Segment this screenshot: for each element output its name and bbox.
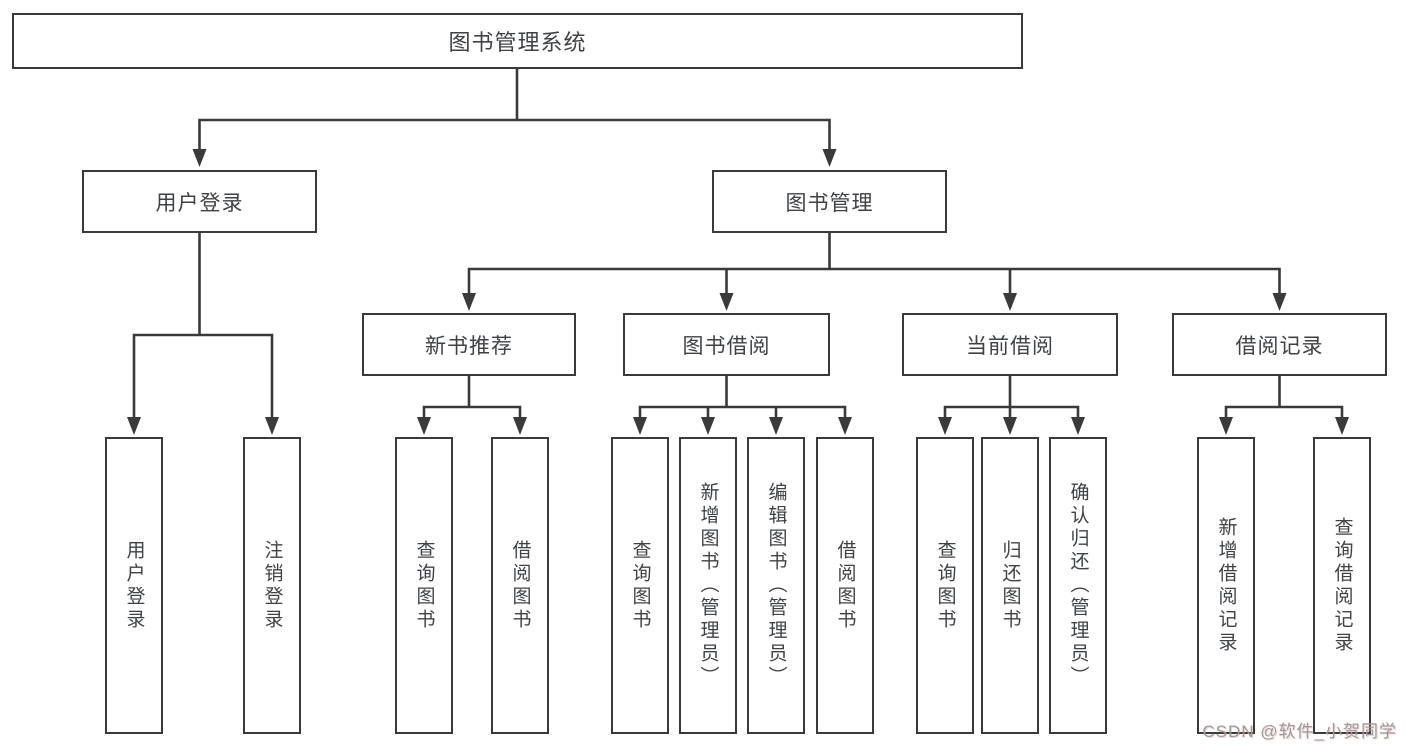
leaf-query-books-current: 查询图书 [916, 437, 974, 734]
node-label: 查询借阅记录 [1331, 516, 1353, 655]
leaf-query-books-borrowing: 查询图书 [611, 437, 669, 734]
leaf-query-borrow-record: 查询借阅记录 [1313, 437, 1371, 734]
node-label: 图书借阅 [682, 334, 771, 358]
node-borrowing-records: 借阅记录 [1172, 313, 1387, 376]
node-label: 查询图书 [629, 539, 651, 632]
leaf-query-books-recommend: 查询图书 [395, 437, 453, 734]
node-label: 查询图书 [934, 539, 956, 632]
node-new-book-recommend: 新书推荐 [362, 313, 576, 376]
node-label: 查询图书 [413, 539, 435, 632]
leaf-confirm-return-admin: 确认归还（管理员） [1049, 437, 1107, 734]
node-label: 注销登录 [261, 539, 283, 632]
node-label: 图书管理系统 [448, 30, 587, 55]
leaf-add-book-admin: 新增图书（管理员） [679, 437, 737, 734]
node-label: 用户登录 [155, 191, 244, 215]
node-label: 用户登录 [123, 539, 145, 632]
node-book-borrowing: 图书借阅 [623, 313, 830, 376]
node-label: 新增图书（管理员） [697, 482, 719, 689]
node-label: 借阅记录 [1235, 334, 1324, 358]
leaf-add-borrow-record: 新增借阅记录 [1197, 437, 1255, 734]
node-label: 确认归还（管理员） [1067, 482, 1089, 689]
node-label: 借阅图书 [834, 539, 856, 632]
node-current-borrowing: 当前借阅 [902, 313, 1118, 376]
watermark: CSDN @软件_小贺同学 [1202, 722, 1397, 741]
leaf-borrow-books-borrowing: 借阅图书 [816, 437, 874, 734]
node-root: 图书管理系统 [12, 13, 1023, 69]
node-label: 归还图书 [999, 539, 1021, 632]
node-label: 借阅图书 [509, 539, 531, 632]
node-label: 当前借阅 [966, 334, 1054, 358]
node-book-management: 图书管理 [712, 170, 947, 233]
leaf-edit-book-admin: 编辑图书（管理员） [747, 437, 805, 734]
node-label: 图书管理 [785, 191, 874, 215]
node-label: 新书推荐 [425, 334, 513, 358]
node-label: 编辑图书（管理员） [765, 482, 787, 689]
leaf-logout: 注销登录 [243, 437, 301, 734]
leaf-return-book: 归还图书 [981, 437, 1039, 734]
node-label: 新增借阅记录 [1215, 516, 1237, 655]
leaf-user-login: 用户登录 [105, 437, 163, 734]
node-user-login: 用户登录 [82, 170, 317, 233]
leaf-borrow-books-recommend: 借阅图书 [491, 437, 549, 734]
